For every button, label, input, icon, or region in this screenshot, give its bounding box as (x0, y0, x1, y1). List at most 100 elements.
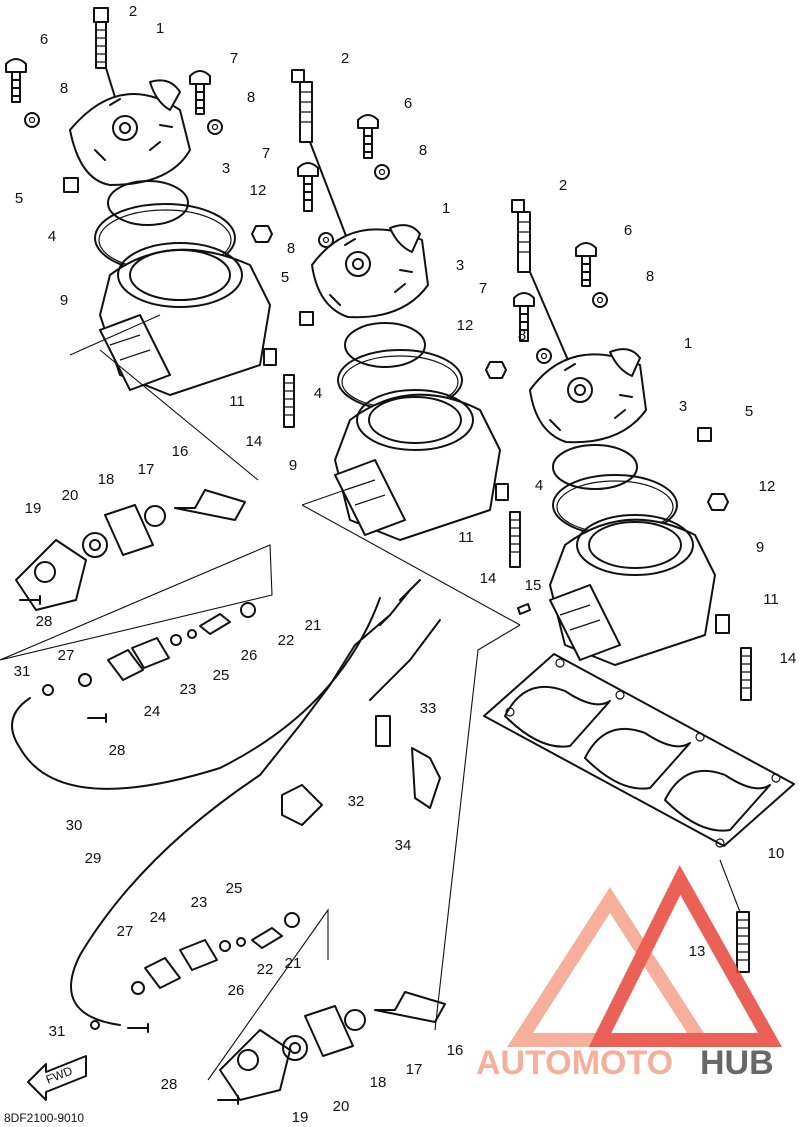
callout-label: 21 (305, 617, 322, 634)
cylinder-head (69, 79, 191, 186)
callout-label: 25 (226, 880, 243, 897)
callout-label: 29 (85, 850, 102, 867)
head-bolt (5, 58, 27, 103)
callout-label: 6 (404, 95, 412, 112)
callout-label: 27 (58, 647, 75, 664)
stud-bolt (740, 647, 752, 701)
callout-label: 2 (129, 3, 137, 20)
callout-label: 30 (66, 817, 83, 834)
cable-holder (281, 784, 323, 826)
nut (284, 912, 300, 928)
callout-label: 20 (62, 487, 79, 504)
callout-label: 14 (480, 570, 497, 587)
plate-gasket (304, 1005, 354, 1057)
callout-label: 18 (370, 1074, 387, 1091)
cable-bracket (375, 715, 391, 747)
head-bolt (575, 242, 597, 287)
washer (374, 164, 390, 180)
washer (536, 348, 552, 364)
callout-label: 8 (287, 240, 295, 257)
nut (251, 225, 273, 243)
plate-gasket (131, 637, 170, 669)
washer (219, 940, 231, 952)
stud-bolt (509, 511, 521, 568)
manifold-flange (219, 1029, 291, 1101)
callout-label: 4 (48, 228, 56, 245)
watermark: AUTOMOTO HUB (476, 865, 782, 1082)
callout-label: 9 (60, 292, 68, 309)
head-bolt (189, 70, 211, 115)
cylinder-assembly-2 (291, 69, 521, 626)
callout-label: 7 (262, 145, 270, 162)
callout-label: 23 (180, 681, 197, 698)
head-bolt (357, 114, 379, 159)
o-ring (344, 322, 426, 368)
callout-label: 3 (222, 160, 230, 177)
callout-label: 4 (535, 477, 543, 494)
dowel-cap (697, 427, 712, 442)
stud-bolt (736, 911, 750, 973)
screw (127, 1023, 149, 1033)
cylinder-block (99, 242, 271, 396)
o-ring (131, 981, 145, 995)
callout-label: 34 (395, 837, 412, 854)
callout-label: 31 (14, 663, 31, 680)
washer (236, 937, 246, 947)
callout-label: 33 (420, 700, 437, 717)
callout-label: 16 (447, 1042, 464, 1059)
dowel-cap (299, 311, 314, 326)
callout-label: 5 (745, 403, 753, 420)
callout-label: 4 (314, 385, 322, 402)
bushing (344, 1009, 366, 1031)
fitting (144, 957, 181, 989)
fitting (107, 649, 144, 681)
head-bolt (297, 162, 319, 212)
callout-label: 14 (246, 433, 263, 450)
callout-label: 26 (228, 982, 245, 999)
callout-label: 8 (60, 80, 68, 97)
cable-clip (411, 747, 441, 809)
callout-label: 26 (241, 647, 258, 664)
callout-label: 8 (646, 268, 654, 285)
callout-label: 1 (684, 335, 692, 352)
callout-label: 15 (525, 577, 542, 594)
cylinder-head (311, 224, 429, 319)
forward-direction-marker: FWD (27, 1055, 87, 1101)
callout-label: 24 (150, 909, 167, 926)
callout-label: 8 (518, 327, 526, 344)
spring (199, 613, 231, 635)
washer (187, 629, 197, 639)
washer (170, 634, 182, 646)
callout-label: 3 (456, 257, 464, 274)
ring (82, 532, 108, 558)
nozzle (174, 489, 246, 521)
callout-label: 17 (406, 1061, 423, 1078)
callout-label: 8 (247, 89, 255, 106)
callout-label: 11 (229, 393, 245, 410)
washer (24, 112, 40, 128)
nut (485, 361, 507, 379)
watermark-brand-a: AUTOMOTO (476, 1044, 673, 1082)
callout-label: 16 (172, 443, 189, 460)
screw (217, 1095, 239, 1105)
manifold-flange (15, 539, 87, 611)
callout-label: 31 (49, 1023, 66, 1040)
washer (592, 292, 608, 308)
stud-bolt (283, 374, 295, 428)
nut (707, 493, 729, 511)
cable-set (11, 579, 441, 1030)
watermark-brand-b: HUB (700, 1044, 774, 1082)
dowel-pin (715, 614, 730, 634)
callout-label: 20 (333, 1098, 350, 1115)
nut (240, 602, 256, 618)
callout-label: 28 (36, 613, 53, 630)
head-bolt (513, 292, 535, 342)
callout-label: 7 (479, 280, 487, 297)
dowel-pin (495, 483, 509, 501)
callout-label: 32 (348, 793, 365, 810)
callout-label: 9 (289, 457, 297, 474)
callout-label: 5 (281, 269, 289, 286)
callout-label: 8 (419, 142, 427, 159)
dowel-pin (263, 348, 277, 366)
